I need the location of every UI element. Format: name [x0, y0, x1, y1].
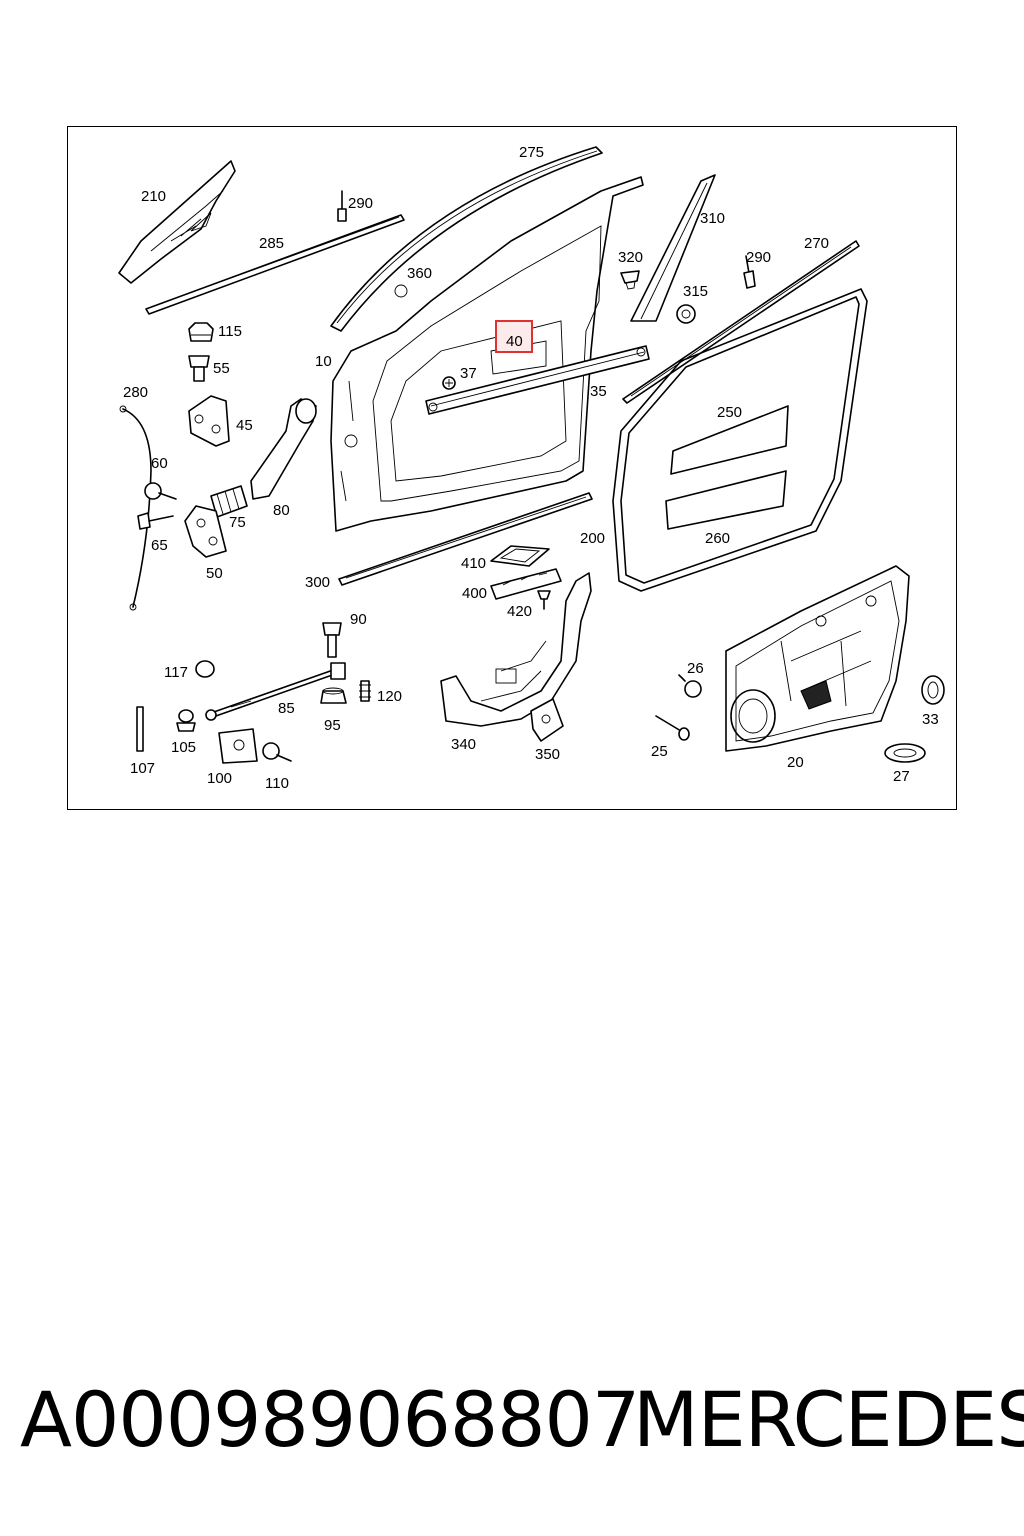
callout-95: 95: [324, 717, 341, 734]
part-65-screw: [137, 512, 174, 530]
callout-210: 210: [141, 188, 166, 205]
callout-80: 80: [273, 502, 290, 519]
part-285-belt-strip: [145, 214, 405, 315]
callout-33: 33: [922, 711, 939, 728]
callout-50: 50: [206, 565, 223, 582]
part-290-clip-left: [337, 190, 347, 222]
part-50-hinge: [184, 505, 227, 558]
callout-320: 320: [618, 249, 643, 266]
callout-85: 85: [278, 700, 295, 717]
part-37-screw: [442, 376, 456, 390]
part-27-seal-ring: [884, 743, 926, 763]
callout-120: 120: [377, 688, 402, 705]
callout-340: 340: [451, 736, 476, 753]
callout-300: 300: [305, 574, 330, 591]
part-260-foil: [665, 470, 787, 530]
part-85-check-strap: [205, 662, 346, 721]
parts-diagram: 275 210 290 285 310 320 270 290 360 315 …: [118, 144, 945, 792]
callout-110: 110: [265, 775, 289, 792]
callout-360: 360: [407, 265, 432, 282]
callout-400: 400: [462, 585, 487, 602]
part-200-door-seal: [612, 288, 868, 592]
highlight-box-40: [495, 320, 533, 353]
part-310-pillar-trim: [630, 174, 716, 322]
callout-60: 60: [151, 455, 168, 472]
part-105-bumper: [176, 709, 196, 732]
part-45-hinge: [188, 395, 230, 447]
callout-10: 10: [315, 353, 332, 370]
part-300-lower-strip: [338, 492, 593, 586]
part-315-screw: [676, 304, 696, 324]
callout-37: 37: [460, 365, 477, 382]
part-250-foil: [670, 405, 789, 475]
part-number: A000989068807: [20, 1375, 640, 1464]
callout-315: 315: [683, 283, 708, 300]
part-117-plug: [195, 660, 215, 678]
callout-45: 45: [236, 417, 253, 434]
part-107-pin: [136, 706, 144, 752]
part-25-pin: [655, 715, 690, 741]
part-60-screw: [144, 482, 177, 500]
part-80-hose: [250, 398, 317, 500]
brand-name: MERCEDES: [633, 1375, 1024, 1464]
callout-35: 35: [590, 383, 607, 400]
callout-40: 40: [506, 333, 523, 350]
part-270-weatherstrip: [622, 240, 860, 404]
part-55-bolt: [188, 355, 210, 382]
callout-117: 117: [164, 664, 188, 681]
part-26-screw: [678, 674, 702, 698]
callout-270: 270: [804, 235, 829, 252]
callout-20: 20: [787, 754, 804, 771]
callout-310: 310: [700, 210, 725, 227]
callout-90: 90: [350, 611, 367, 628]
callout-285: 285: [259, 235, 284, 252]
callout-290-left: 290: [348, 195, 373, 212]
callout-350: 350: [535, 746, 560, 763]
callout-26: 26: [687, 660, 704, 677]
part-410-gasket: [490, 545, 550, 567]
part-110-screw: [262, 742, 292, 762]
callout-290-right: 290: [746, 249, 771, 266]
part-350-bracket: [530, 698, 564, 742]
callout-200: 200: [580, 530, 605, 547]
part-340-trim: [440, 572, 592, 727]
part-280-cable: [119, 405, 152, 611]
callout-105: 105: [171, 739, 196, 756]
callout-250: 250: [717, 404, 742, 421]
callout-420: 420: [507, 603, 532, 620]
footer: A000989068807 MERCEDES: [0, 1370, 1024, 1480]
callout-260: 260: [705, 530, 730, 547]
part-115-nut: [188, 322, 214, 342]
callout-65: 65: [151, 537, 168, 554]
callout-27: 27: [893, 768, 910, 785]
part-210-mirror-trim: [118, 160, 236, 284]
part-320-plug: [620, 270, 640, 290]
part-33-grommet: [921, 675, 945, 705]
part-100-striker: [218, 728, 258, 764]
part-120-stud: [359, 680, 371, 702]
callout-75: 75: [229, 514, 246, 531]
part-420-screw: [537, 590, 551, 610]
callout-25: 25: [651, 743, 668, 760]
part-275-frame-trim: [330, 146, 603, 332]
callout-55: 55: [213, 360, 230, 377]
callout-115: 115: [218, 323, 242, 340]
callout-275: 275: [519, 144, 544, 161]
part-35-rail: [425, 345, 650, 415]
callout-410: 410: [461, 555, 486, 572]
callout-107: 107: [130, 760, 155, 777]
parts-diagram-frame: 275 210 290 285 310 320 270 290 360 315 …: [67, 126, 957, 810]
part-290-clip-right: [743, 255, 756, 289]
callout-100: 100: [207, 770, 232, 787]
part-10-door-shell: [330, 176, 644, 532]
part-400-switch: [490, 568, 562, 600]
part-90-bolt: [322, 622, 342, 658]
part-95-nut: [320, 687, 347, 704]
part-20-regulator-module: [725, 565, 910, 752]
callout-280: 280: [123, 384, 148, 401]
